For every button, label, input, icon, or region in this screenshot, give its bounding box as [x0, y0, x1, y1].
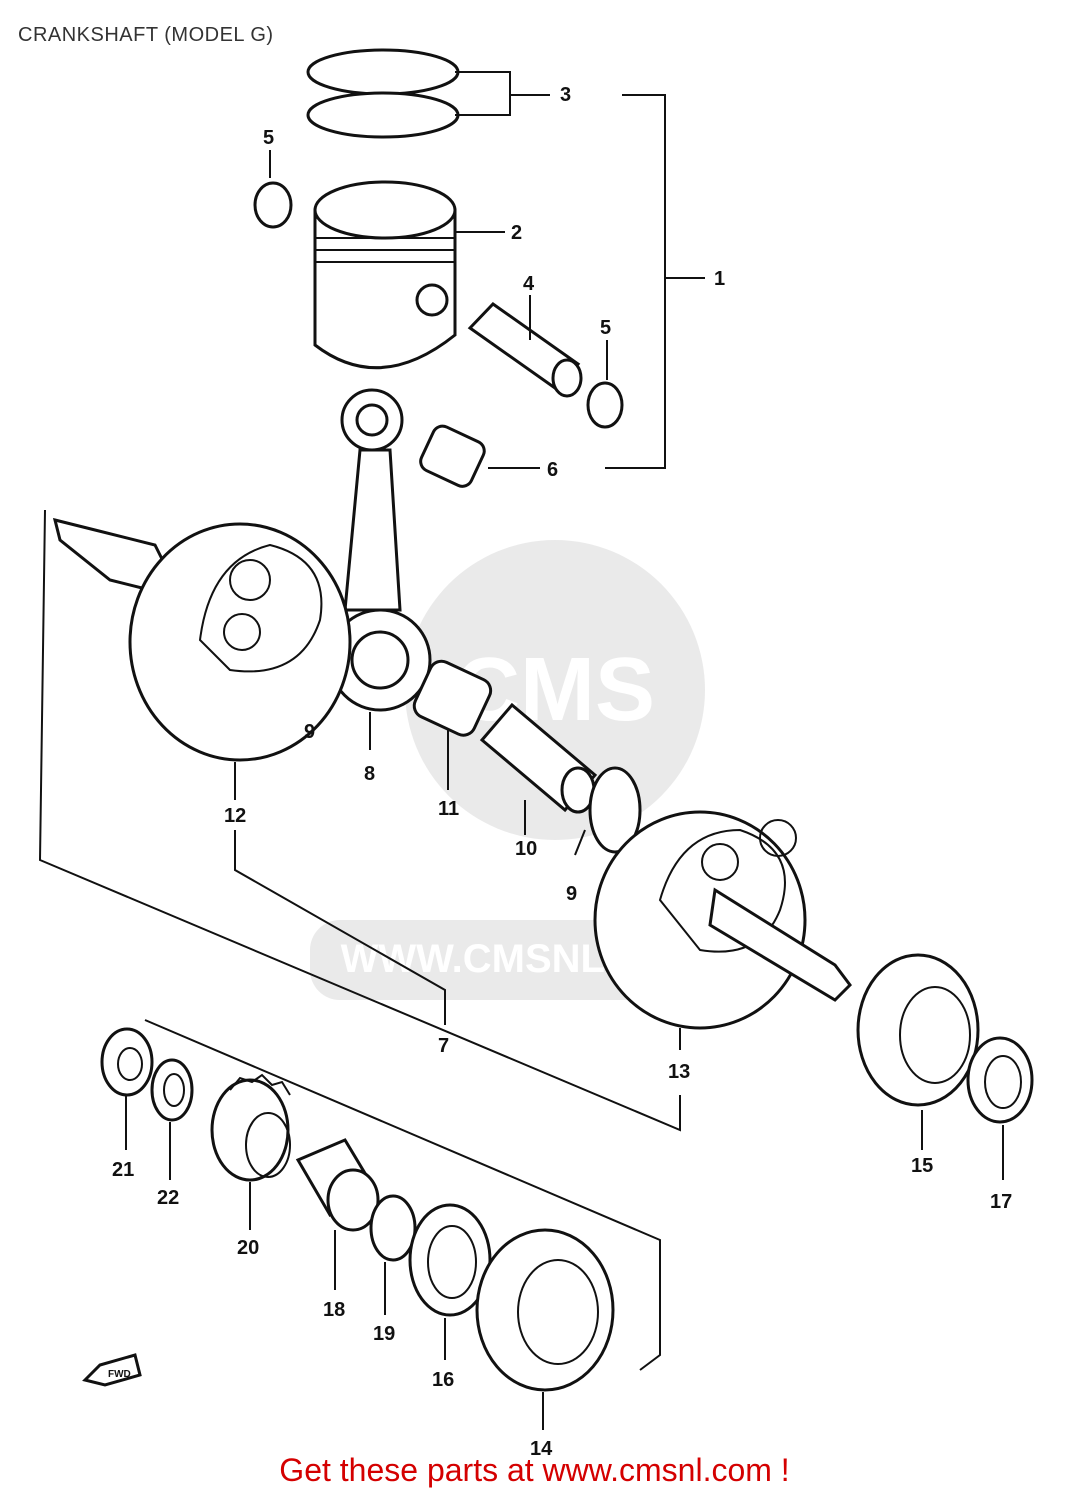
callout-15: 15 — [911, 1155, 933, 1177]
bracket-7-link — [234, 830, 446, 1025]
callout-18: 18 — [323, 1299, 345, 1321]
small-end-bearing — [419, 424, 540, 488]
thrust-washer-right — [588, 766, 642, 854]
callout-12: 12 — [224, 805, 246, 827]
callout-9: 9 — [304, 721, 315, 743]
primary-gear-20 — [210, 1073, 291, 1230]
callout-13: 13 — [668, 1061, 690, 1083]
washer-22 — [150, 1058, 194, 1180]
bracket-7 — [38, 509, 681, 1132]
right-crank-web — [593, 810, 852, 1050]
callout-labels: 3 5 2 1 4 5 6 9 8 11 12 10 9 7 13 15 21 … — [112, 84, 1012, 1460]
fwd-arrow-icon: FWD — [82, 1353, 142, 1387]
callout-6: 6 — [547, 459, 558, 481]
callout-5: 5 — [263, 127, 274, 149]
left-crank-web — [52, 517, 352, 800]
callout-10: 10 — [515, 838, 537, 860]
o-ring-19 — [369, 1194, 417, 1315]
callout-1: 1 — [714, 268, 725, 290]
circlip-right — [586, 381, 624, 429]
oil-seal-17 — [966, 1036, 1034, 1180]
piston — [313, 180, 505, 370]
callout-16: 16 — [432, 1369, 454, 1391]
callout-2: 2 — [511, 222, 522, 244]
bracket-1 — [605, 94, 666, 469]
crank-pin — [479, 702, 598, 835]
bearing-14 — [475, 1228, 615, 1430]
callout-17: 17 — [990, 1191, 1012, 1213]
connecting-rod — [328, 388, 432, 750]
piston-pin — [467, 295, 583, 398]
bearing-15 — [856, 953, 980, 1150]
callout-8: 8 — [364, 763, 375, 785]
callout-20: 20 — [237, 1237, 259, 1259]
callout-9b: 9 — [566, 883, 577, 905]
callout-21: 21 — [112, 1159, 134, 1181]
svg-text:FWD: FWD — [108, 1369, 131, 1380]
spacer-18 — [295, 1138, 380, 1290]
circlip-left — [253, 181, 293, 229]
callout-14: 14 — [530, 1438, 553, 1460]
callout-19: 19 — [373, 1323, 395, 1345]
nut-21 — [100, 1027, 154, 1150]
callout-7: 7 — [438, 1035, 449, 1057]
callout-4: 4 — [523, 273, 535, 295]
callout-22: 22 — [157, 1187, 179, 1209]
big-end-bearing — [412, 659, 493, 790]
piston-rings — [306, 48, 550, 139]
bracket-7-lower — [144, 1019, 661, 1371]
oil-seal-16 — [408, 1203, 492, 1360]
callout-3: 3 — [560, 84, 571, 106]
callout-11: 11 — [438, 798, 459, 820]
diagram-title: CRANKSHAFT (MODEL G) — [18, 24, 274, 46]
footer-link-text[interactable]: Get these parts at www.cmsnl.com ! — [279, 1452, 790, 1488]
callout-5b: 5 — [600, 317, 611, 339]
